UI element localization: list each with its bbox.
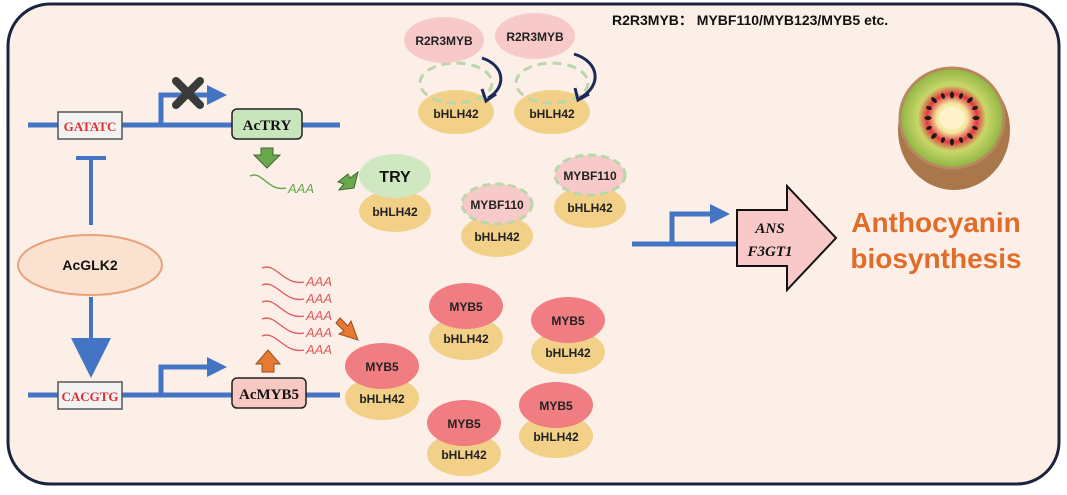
block-x-icon	[172, 77, 204, 109]
acmyb5-gene-box	[231, 377, 307, 409]
r2r3myb-partner-label-1: bHLH42	[433, 107, 479, 121]
myb5-mrna-polya-5: AAA	[305, 342, 332, 357]
lower-tss-arrow	[158, 364, 210, 393]
outcome-line-2: biosynthesis	[850, 243, 1021, 274]
kiwi-fruit-icon	[898, 66, 1010, 190]
acmyb5-gene-label: AcMYB5	[239, 387, 299, 403]
target-gene-ans: ANS	[754, 221, 784, 237]
mybf110-complex-2	[553, 153, 627, 228]
myb5-label-2: MYB5	[551, 314, 585, 328]
myb5-bhlh42-label-5: bHLH42	[533, 430, 579, 444]
mybf110-bhlh42-label-2: bHLH42	[567, 201, 613, 215]
upper-tss-arrowhead	[207, 85, 227, 105]
r2r3myb-label-1: R2R3MYB	[415, 34, 473, 48]
actry-gene-label: AcTRY	[243, 118, 292, 134]
mybf110-bhlh42-label-1: bHLH42	[474, 230, 520, 244]
myb5-label-4: MYB5	[447, 417, 481, 431]
gatatc-motif-label: GATATC	[64, 119, 117, 134]
target-gene-f3gt1: F3GT1	[747, 244, 793, 260]
myb5-bhlh42-label-3: bHLH42	[359, 392, 405, 406]
mybf110-label-1: MYBF110	[470, 198, 524, 212]
r2r3myb-complex-2	[495, 13, 597, 134]
myb5-label-3: MYB5	[365, 360, 399, 374]
myb5-mrna-group	[261, 266, 305, 351]
lower-tss-arrowhead	[207, 357, 227, 377]
myb5-bhlh42-label-1: bHLH42	[443, 332, 489, 346]
outcome-line-1: Anthocyanin	[851, 207, 1021, 238]
target-tss-arrowhead	[710, 204, 730, 224]
acmyb5-transcription-arrow	[254, 349, 282, 373]
myb5-label-1: MYB5	[449, 300, 483, 314]
acglk2-label: AcGLK2	[62, 257, 117, 273]
myb5-translation-arrow	[335, 317, 359, 341]
myb5-complex-3	[345, 343, 419, 420]
r2r3myb-label-2: R2R3MYB	[506, 30, 564, 44]
try-bhlh42-complex	[359, 154, 431, 232]
myb5-label-5: MYB5	[539, 399, 573, 413]
myb5-mrna-polya-2: AAA	[305, 291, 332, 306]
myb5-complex-2	[531, 297, 605, 374]
try-bhlh42-label: bHLH42	[372, 205, 418, 219]
try-label: TRY	[379, 169, 411, 186]
actry-transcription-arrow	[252, 147, 282, 169]
acglk2-node	[17, 234, 163, 296]
r2r3myb-note: R2R3MYB： MYBF110/MYB123/MYB5 etc.	[612, 12, 888, 28]
mybf110-complex-1	[460, 182, 534, 257]
myb5-complex-5	[519, 382, 593, 458]
myb5-bhlh42-label-2: bHLH42	[545, 346, 591, 360]
myb5-mrna-polya-1: AAA	[305, 274, 332, 289]
cacgtg-motif-label: CACGTG	[61, 389, 118, 404]
try-translation-arrow	[336, 170, 359, 191]
myb5-complex-1	[429, 283, 503, 360]
myb5-complex-4	[427, 400, 501, 476]
cacgtg-motif-box	[57, 381, 123, 410]
myb5-mrna-polya-3: AAA	[305, 308, 332, 323]
myb5-mrna-polya-4: AAA	[305, 325, 332, 340]
target-genes-arrow	[736, 183, 838, 293]
try-mrna-polya: AAA	[287, 181, 314, 196]
r2r3myb-complex-1	[404, 17, 503, 134]
try-mrna	[249, 174, 287, 190]
actry-gene-box	[231, 108, 303, 140]
r2r3myb-partner-label-2: bHLH42	[529, 107, 575, 121]
gatatc-motif-box	[57, 111, 123, 140]
target-tss-arrow	[669, 211, 713, 242]
myb5-bhlh42-label-4: bHLH42	[441, 448, 487, 462]
mybf110-label-2: MYBF110	[563, 169, 617, 183]
